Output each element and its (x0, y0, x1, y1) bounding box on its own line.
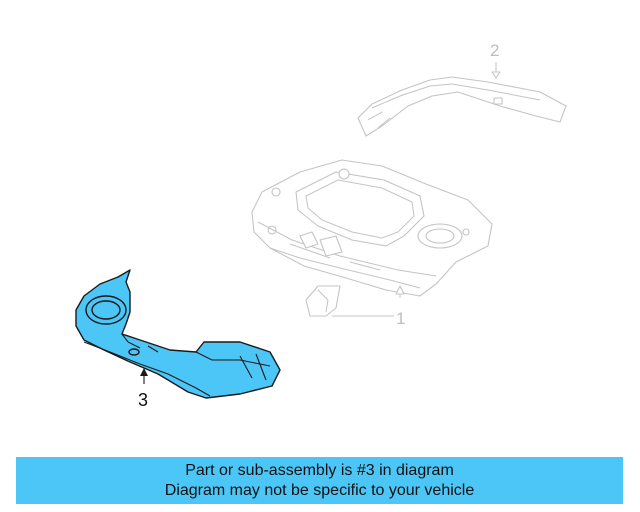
banner-line-part-number: Part or sub-assembly is #3 in diagram (185, 461, 454, 479)
parts-diagram: 2 1 3 (75, 41, 567, 410)
callout-1: 1 (396, 309, 405, 328)
info-banner: Part or sub-assembly is #3 in diagram Di… (16, 457, 623, 504)
banner-line-disclaimer: Diagram may not be specific to your vehi… (164, 481, 475, 499)
part-1-engine-cover (251, 159, 493, 317)
callout-3: 3 (138, 390, 148, 410)
part-2-cover-strip (357, 62, 567, 137)
part-3-lower-cover (75, 269, 281, 399)
callout-2: 2 (490, 41, 499, 60)
